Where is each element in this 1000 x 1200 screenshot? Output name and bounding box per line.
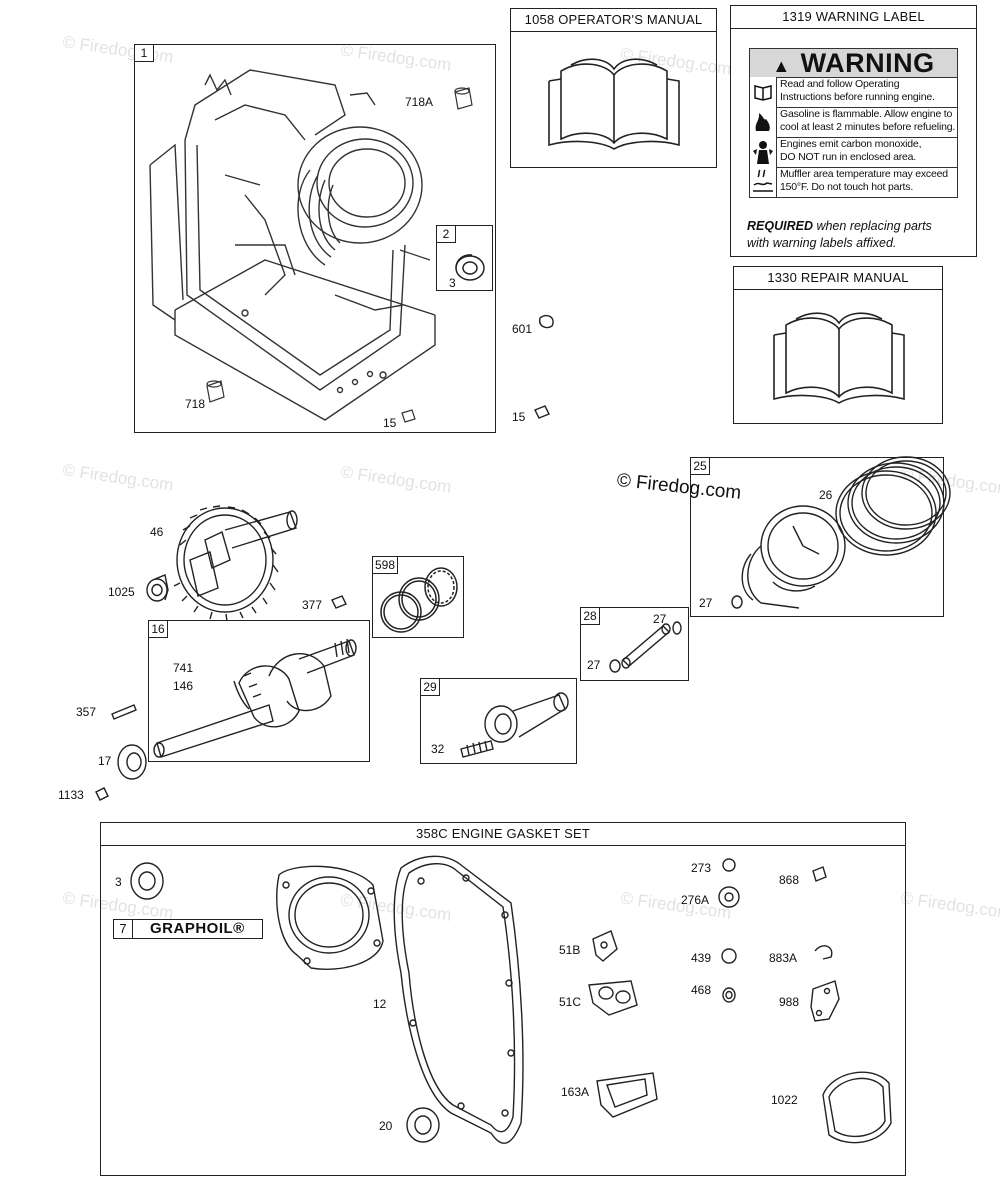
- watermark: © Firedog.com: [61, 460, 175, 495]
- graphoil-callout: 7 GRAPHOIL®: [113, 919, 263, 939]
- watermark: © Firedog.com: [339, 462, 453, 497]
- warning-row: Engines emit carbon monoxide,DO NOT run …: [749, 137, 958, 168]
- part-label: 1025: [108, 585, 135, 599]
- part-label: 163A: [561, 1085, 590, 1099]
- part-label: 27: [653, 612, 667, 626]
- watermark: © Firedog.com: [899, 888, 1000, 923]
- piston-drawing: [731, 456, 951, 609]
- piston-rings-drawing: [380, 567, 458, 633]
- part-label: 439: [691, 951, 712, 965]
- part-label: 718A: [405, 95, 434, 109]
- fumes-icon: [750, 137, 777, 167]
- flame-icon: [750, 107, 777, 137]
- part-label: 1133: [58, 788, 84, 802]
- group-number: 29: [420, 678, 440, 696]
- part-label: 868: [779, 873, 800, 887]
- group-number: 2: [436, 225, 456, 243]
- group-number: 16: [148, 620, 168, 638]
- part-label: 276A: [681, 893, 710, 907]
- warning-required-note: REQUIRED when replacing parts: [747, 219, 932, 233]
- operators-manual-title: 1058 OPERATOR'S MANUAL: [511, 9, 716, 32]
- part-label: 27: [699, 596, 713, 610]
- part-label: 32: [431, 742, 445, 756]
- part-label: 1022: [771, 1093, 798, 1107]
- group-number: 1: [134, 44, 154, 62]
- warning-label-box: 1319 WARNING LABEL ▲WARNING Read and fol…: [730, 5, 977, 257]
- part-label: 146: [173, 679, 194, 693]
- part-label: 273: [691, 861, 712, 875]
- graphoil-text: GRAPHOIL®: [150, 920, 245, 937]
- part-label: 883A: [769, 951, 798, 965]
- part-label: 26: [819, 488, 833, 502]
- part-label: 718: [185, 397, 206, 411]
- group-box-connecting-rod: 29 32: [420, 678, 577, 764]
- warning-triangle-icon: ▲: [772, 56, 791, 76]
- part-label: 12: [373, 997, 387, 1011]
- group-number: 598: [372, 556, 399, 574]
- gasket-set-title: 358C ENGINE GASKET SET: [101, 823, 905, 846]
- part-label: 15: [512, 410, 526, 424]
- part-label: 15: [383, 416, 397, 430]
- part-label: 3: [115, 875, 122, 889]
- repair-manual-box: 1330 REPAIR MANUAL: [733, 266, 943, 424]
- part-label: 601: [512, 322, 533, 336]
- book-icon: [548, 58, 680, 150]
- book-icon: [750, 77, 777, 107]
- operators-manual-box: 1058 OPERATOR'S MANUAL: [510, 8, 717, 168]
- part-label: 3: [449, 276, 456, 290]
- part-label: 46: [150, 525, 164, 539]
- oil-seal-drawing: [455, 254, 485, 281]
- repair-manual-title: 1330 REPAIR MANUAL: [734, 267, 942, 290]
- group-box-wrist-pin: 28 27 27: [580, 607, 689, 681]
- part-label: 741: [173, 661, 194, 675]
- warning-required-note-line2: with warning labels affixed.: [747, 236, 897, 250]
- part-label: 27: [587, 658, 601, 672]
- group-number: 25: [690, 457, 710, 475]
- group-box-cylinder: 1: [134, 44, 496, 433]
- wrist-pin-drawing: [609, 621, 682, 673]
- gaskets-drawing: [130, 855, 892, 1144]
- part-label: 357: [76, 705, 97, 719]
- book-icon: [773, 312, 905, 404]
- part-label: 377: [302, 598, 323, 612]
- graphoil-number: 7: [114, 920, 133, 938]
- warning-heading: ▲WARNING: [749, 48, 958, 78]
- group-number: 28: [580, 607, 600, 625]
- crankshaft-drawing: [153, 638, 357, 758]
- warning-label-title: 1319 WARNING LABEL: [731, 6, 976, 29]
- group-box-piston: 25 26 27: [690, 456, 951, 617]
- group-box-seal: 2 3: [436, 225, 493, 291]
- cylinder-block-drawing: [149, 69, 473, 423]
- group-box-crankshaft: 16 741 146: [148, 620, 370, 762]
- engine-gasket-set-box: 358C ENGINE GASKET SET: [100, 822, 906, 1176]
- part-label: 51C: [559, 995, 582, 1009]
- part-label: 20: [379, 1119, 393, 1133]
- part-label: 17: [98, 754, 112, 768]
- part-label: 468: [691, 983, 712, 997]
- group-box-rings: 598: [372, 556, 464, 638]
- connecting-rod-drawing: [460, 692, 569, 758]
- part-label: 51B: [559, 943, 581, 957]
- part-label: 988: [779, 995, 800, 1009]
- hot-surface-icon: [750, 167, 777, 197]
